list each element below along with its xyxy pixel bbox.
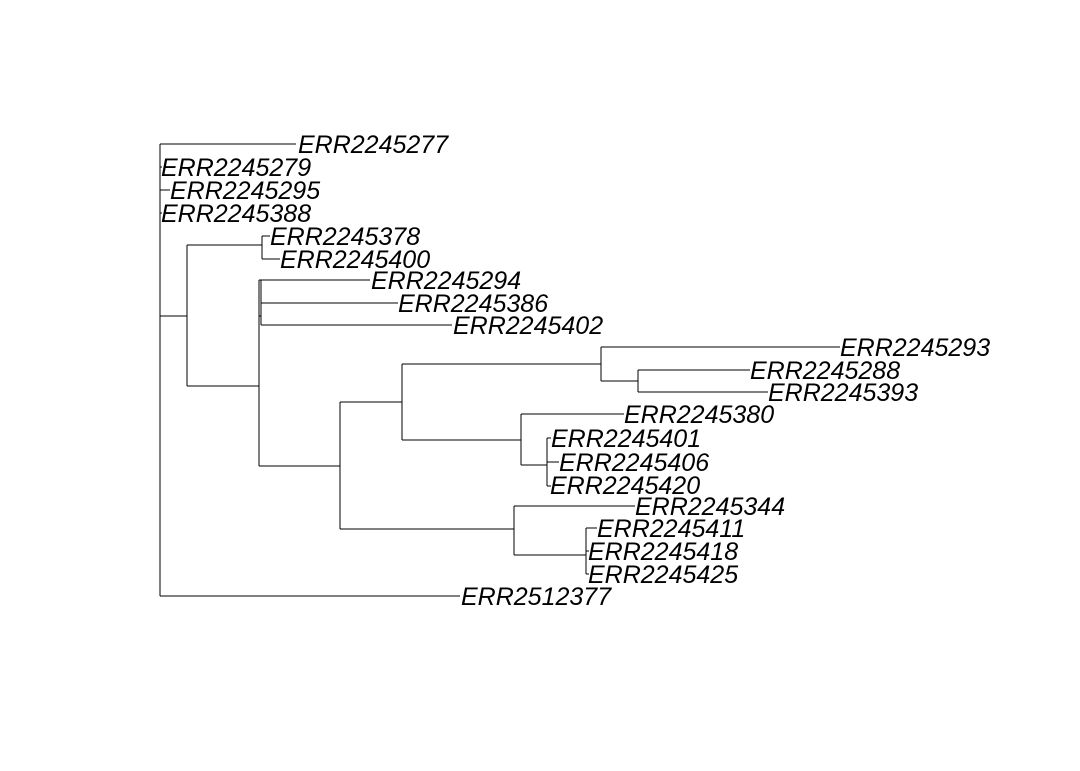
tree-branches	[159, 143, 840, 597]
tip-label-err2245279: ERR2245279	[161, 154, 311, 182]
tip-label-err2245293: ERR2245293	[840, 334, 990, 362]
tip-label-err2245378: ERR2245378	[270, 223, 420, 251]
tip-label-err2245294: ERR2245294	[371, 267, 521, 295]
tip-label-err2245400: ERR2245400	[280, 246, 430, 274]
tip-labels: ERR2245277 ERR2245279 ERR2245295 ERR2245…	[161, 131, 990, 611]
tip-label-err2245420: ERR2245420	[550, 472, 700, 500]
tip-label-err2245402: ERR2245402	[453, 312, 603, 340]
tip-label-err2512377: ERR2512377	[461, 583, 612, 611]
tip-label-err2245393: ERR2245393	[768, 379, 918, 407]
tip-label-err2245386: ERR2245386	[398, 290, 548, 318]
tip-label-err2245288: ERR2245288	[750, 357, 900, 385]
tip-label-err2245401: ERR2245401	[551, 425, 701, 453]
tip-label-err2245388: ERR2245388	[161, 200, 311, 228]
tip-label-err2245411: ERR2245411	[597, 515, 745, 543]
tip-label-err2245344: ERR2245344	[635, 493, 785, 521]
tip-label-err2245425: ERR2245425	[588, 561, 738, 589]
tip-label-err2245406: ERR2245406	[559, 449, 709, 477]
tip-label-err2245380: ERR2245380	[624, 401, 774, 429]
tip-label-err2245418: ERR2245418	[588, 538, 738, 566]
tip-label-err2245295: ERR2245295	[170, 177, 320, 205]
tip-label-err2245277: ERR2245277	[298, 131, 449, 159]
